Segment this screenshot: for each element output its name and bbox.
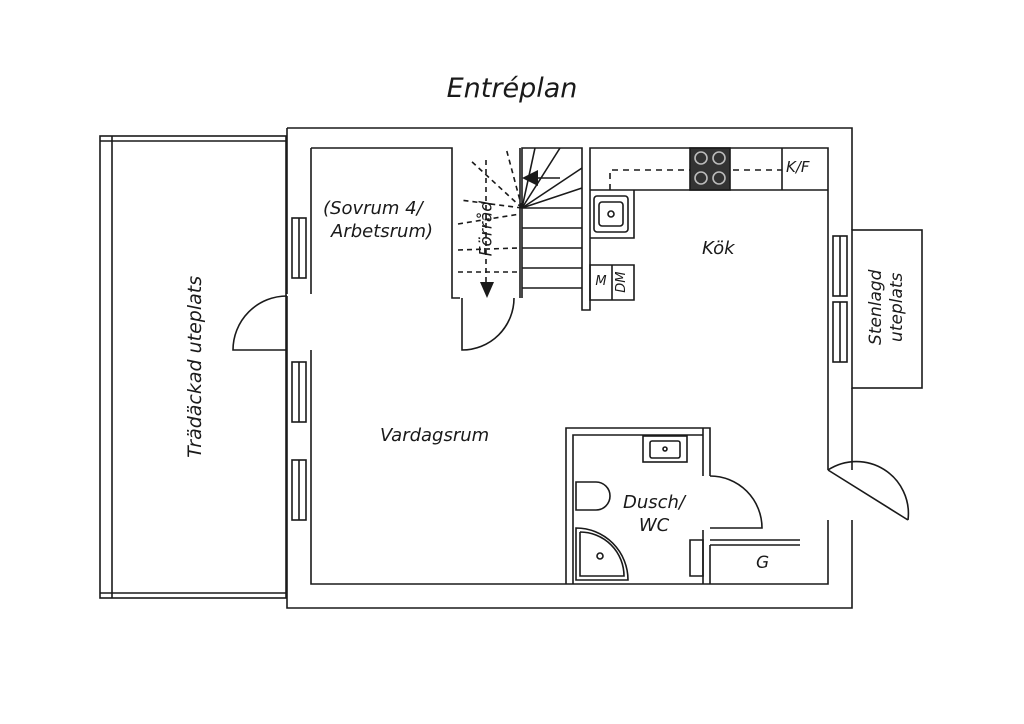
stone-patio-label-line2: uteplats [887, 272, 907, 342]
windows-left [291, 217, 307, 521]
stone-patio-outline [851, 229, 923, 389]
appliance-label-washer: M [595, 274, 607, 289]
bedroom-label-line1: (Sovrum 4/ [323, 198, 423, 219]
stone-patio-label-line1: Stenlagd [865, 269, 886, 345]
stair-arrow-left [522, 170, 538, 186]
appliance-label-kf: K/F [786, 158, 810, 176]
staircase [457, 147, 583, 298]
room-label-bathroom: Dusch/ WC [610, 492, 698, 537]
room-label-garderobe: G [756, 553, 770, 573]
room-label-living: Vardagsrum [380, 425, 490, 446]
room-label-bedroom: (Sovrum 4/ Arbetsrum) [323, 198, 433, 243]
shower-icon [575, 527, 629, 581]
deck-outline [99, 135, 287, 599]
appliance-label-dishwasher: DM [613, 271, 629, 293]
bathroom-sink-icon [642, 435, 688, 463]
stove-icon [689, 147, 731, 191]
bathroom-label-line1: Dusch/ [622, 492, 685, 513]
room-label-storage: Förråd [476, 200, 497, 257]
exterior-walls [286, 127, 853, 609]
plan-title: Entréplan [446, 73, 578, 104]
stair-arrow-down [480, 282, 494, 298]
deck-label: Trädäckad uteplats [184, 275, 207, 458]
windows-right [832, 235, 848, 363]
bathroom-walls [565, 427, 763, 584]
room-label-kitchen: Kök [702, 238, 735, 259]
stone-patio-label: Stenlagd uteplats [866, 257, 909, 357]
kitchen-sink-icon [593, 195, 629, 233]
garderobe-outline [689, 539, 800, 584]
toilet-icon [575, 481, 611, 511]
door-swings [232, 295, 910, 521]
bedroom-label-line2: Arbetsrum) [331, 220, 434, 242]
bathroom-label-line2: WC [638, 514, 670, 536]
